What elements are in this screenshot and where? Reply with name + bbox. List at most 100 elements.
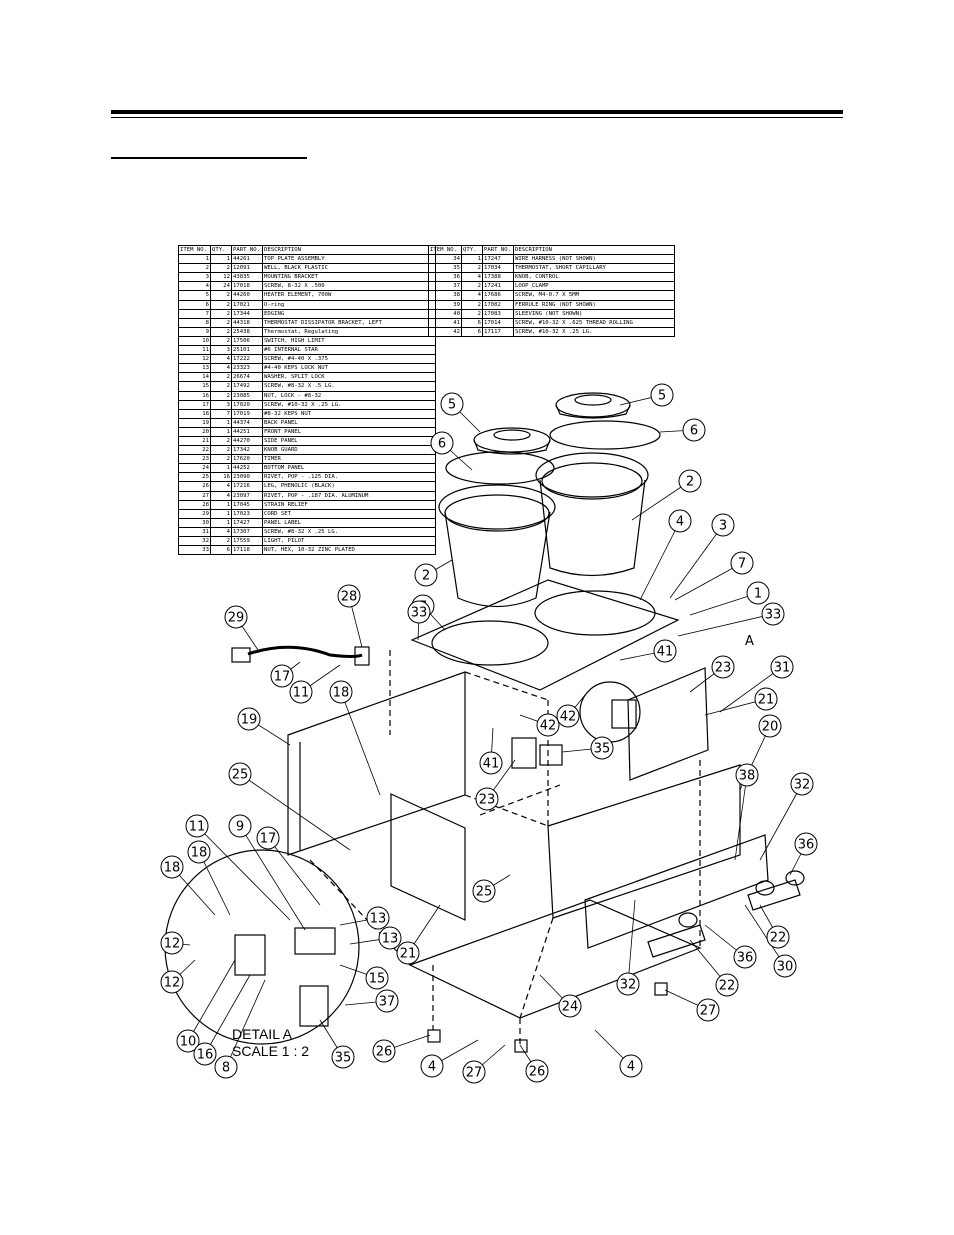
table-cell: NUT, LOCK - #8-32 (262, 390, 436, 401)
callout-17: 17 (256, 826, 280, 850)
callout-8: 8 (214, 1055, 238, 1079)
table-cell: SCREW, M4-0.7 X 5MM (513, 290, 675, 301)
top-plate-opening-left (431, 620, 549, 666)
svg-text:25: 25 (476, 885, 493, 900)
svg-text:38: 38 (739, 769, 756, 784)
svg-text:13: 13 (382, 932, 399, 947)
callout-18: 18 (160, 855, 184, 879)
svg-text:42: 42 (560, 710, 577, 725)
svg-text:35: 35 (594, 742, 611, 757)
callout-25: 25 (472, 879, 496, 903)
svg-text:41: 41 (483, 757, 500, 772)
callout-28: 28 (337, 584, 361, 608)
cord-plug (231, 647, 251, 663)
detail-switch (234, 934, 266, 976)
well-left (438, 484, 556, 608)
callout-6: 6 (682, 418, 706, 442)
svg-text:4: 4 (428, 1060, 436, 1075)
table-cell: NUT, HEX, 10-32 ZINC PLATED (262, 545, 436, 556)
callout-18: 18 (329, 680, 353, 704)
leader-line (239, 825, 306, 931)
svg-text:32: 32 (620, 978, 637, 993)
leg-3 (654, 982, 668, 996)
detail-a-callout-circle (579, 681, 641, 743)
callout-21: 21 (754, 687, 778, 711)
callout-32: 32 (616, 972, 640, 996)
leader-line (267, 837, 321, 906)
o-ring-left (445, 451, 555, 485)
callout-11: 11 (289, 680, 313, 704)
table-cell: SCREW, #4-40 X .375 (262, 354, 436, 365)
callout-12: 12 (160, 931, 184, 955)
callout-18: 18 (187, 840, 211, 864)
svg-text:25: 25 (232, 768, 249, 783)
callout-13: 13 (378, 926, 402, 950)
callout-21: 21 (396, 941, 420, 965)
svg-text:33: 33 (411, 606, 428, 621)
svg-text:12: 12 (164, 976, 181, 991)
svg-text:19: 19 (241, 713, 258, 728)
cord-set (247, 645, 363, 658)
svg-text:8: 8 (222, 1061, 230, 1076)
callout-3: 3 (711, 513, 735, 537)
svg-text:17: 17 (260, 832, 277, 847)
top-plate-opening-right (534, 590, 656, 636)
leader-line (759, 783, 803, 861)
svg-text:3: 3 (719, 519, 727, 534)
section-title-underline (111, 157, 307, 159)
callout-23: 23 (711, 655, 735, 679)
svg-text:26: 26 (529, 1065, 546, 1080)
table-cell: SLEEVING (NOT SHOWN) (513, 308, 675, 319)
svg-text:18: 18 (191, 846, 208, 861)
svg-text:11: 11 (293, 686, 310, 701)
knob-control-2 (755, 880, 775, 896)
callout-26: 26 (525, 1059, 549, 1083)
leader-line (225, 979, 266, 1068)
svg-text:22: 22 (770, 931, 787, 946)
leader-line (340, 691, 381, 796)
svg-text:26: 26 (376, 1045, 393, 1060)
callout-12: 12 (160, 970, 184, 994)
callout-22: 22 (715, 973, 739, 997)
svg-text:22: 22 (719, 979, 736, 994)
callout-42: 42 (536, 713, 560, 737)
leader-lines (171, 394, 807, 1073)
leader-line (669, 524, 724, 599)
callout-4: 4 (619, 1054, 643, 1078)
callout-42: 42 (556, 704, 580, 728)
knob-guard-1 (647, 924, 706, 958)
callout-17: 17 (270, 664, 294, 688)
table-cell: #6 INTERNAL STAR (262, 345, 436, 356)
leader-line (196, 825, 291, 921)
table-cell: THERMOSTAT, SHORT CAPILLARY (513, 263, 675, 274)
panel-label (584, 834, 769, 949)
callout-41: 41 (479, 751, 503, 775)
header-rule-thin (111, 117, 843, 118)
svg-text:36: 36 (737, 951, 754, 966)
svg-text:4: 4 (627, 1060, 635, 1075)
leader-line (674, 562, 743, 601)
detail-a-scale: SCALE 1 : 2 (232, 1043, 309, 1059)
detail-bracket (299, 985, 329, 1027)
svg-text:27: 27 (466, 1066, 483, 1081)
svg-text:20: 20 (762, 720, 779, 735)
